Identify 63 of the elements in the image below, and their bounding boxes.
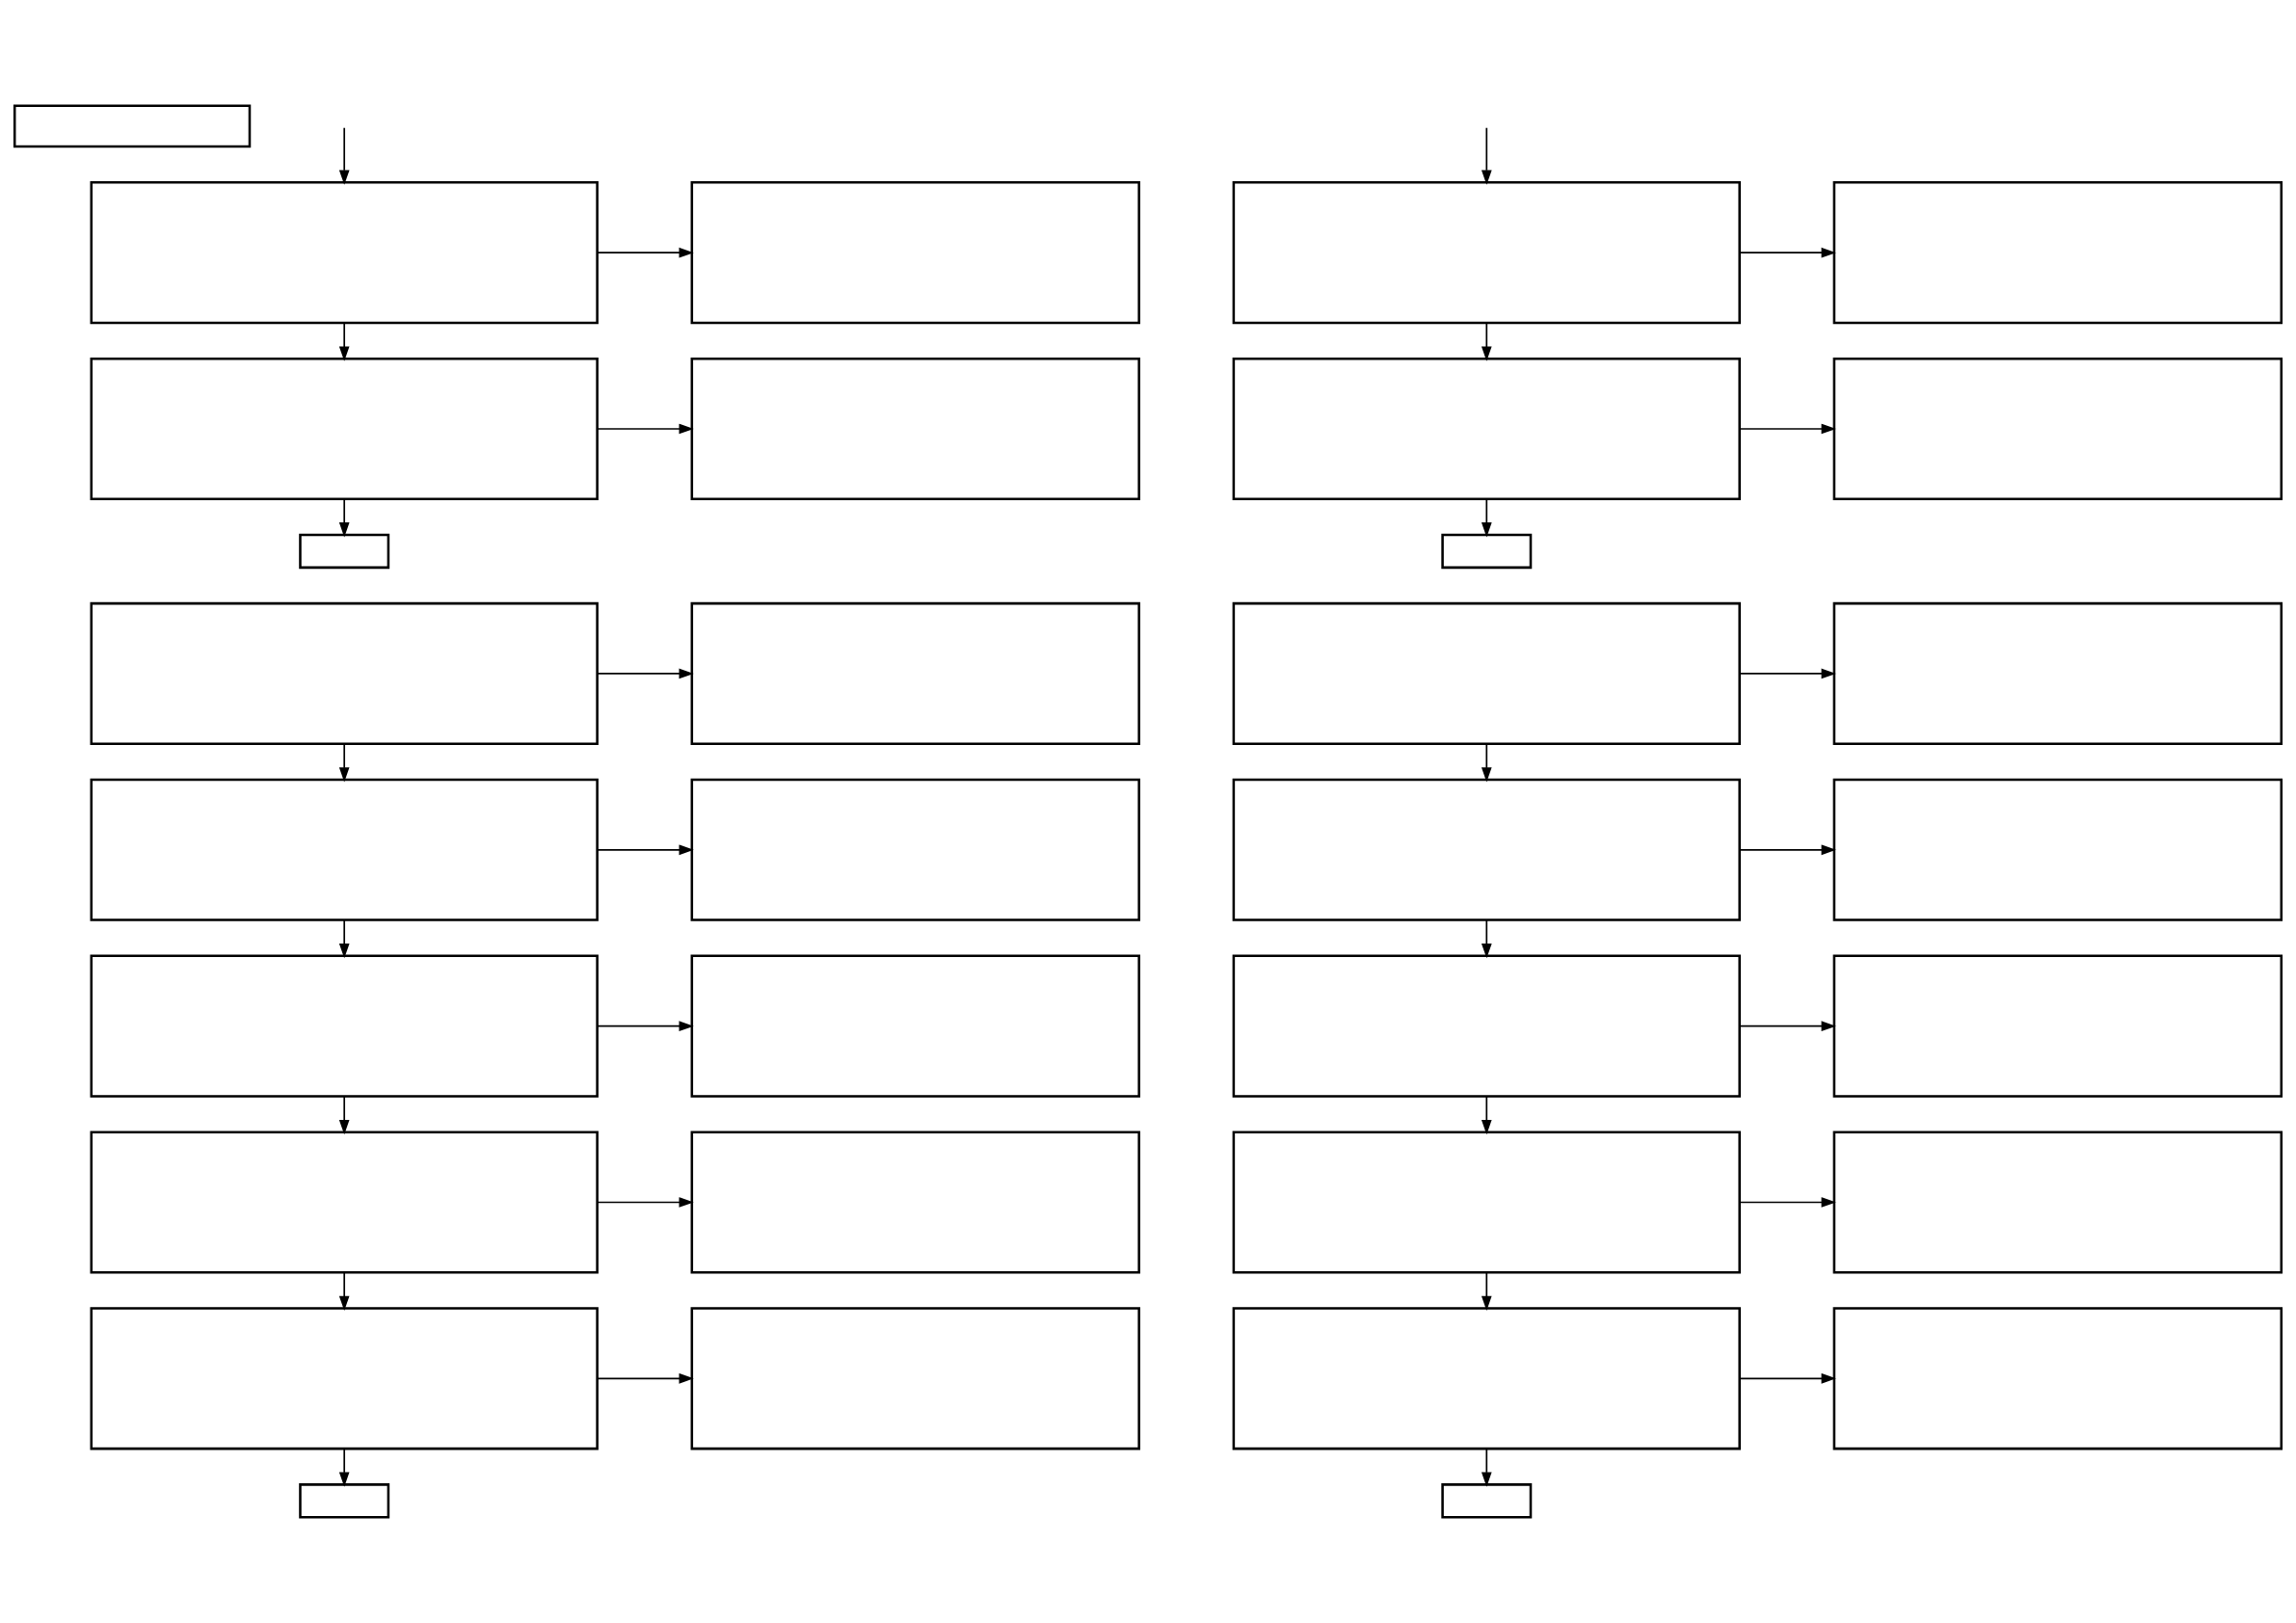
node-box bbox=[1232, 357, 1741, 501]
arrow bbox=[338, 743, 350, 783]
arrow bbox=[1739, 668, 1836, 679]
arrow bbox=[338, 1271, 350, 1311]
arrow bbox=[1481, 1271, 1492, 1311]
node-box bbox=[690, 1131, 1140, 1274]
node-box bbox=[690, 601, 1140, 745]
node-box bbox=[690, 357, 1140, 501]
arrow bbox=[338, 1095, 350, 1135]
arrow bbox=[338, 498, 350, 538]
arrow bbox=[1481, 498, 1492, 538]
node-box bbox=[690, 181, 1140, 325]
node-box bbox=[1441, 1483, 1533, 1519]
node-box bbox=[90, 954, 599, 1098]
arrow bbox=[597, 247, 694, 258]
arrow bbox=[597, 1021, 694, 1031]
arrow bbox=[1739, 247, 1836, 258]
node-box bbox=[1441, 533, 1533, 570]
arrow bbox=[1481, 1095, 1492, 1135]
arrow bbox=[597, 1197, 694, 1208]
node-box bbox=[1832, 1131, 2283, 1274]
arrow bbox=[1739, 1372, 1836, 1384]
arrow bbox=[597, 1372, 694, 1384]
arrow bbox=[1481, 919, 1492, 959]
node-box bbox=[1832, 954, 2283, 1098]
arrow bbox=[1481, 322, 1492, 361]
node-box bbox=[1832, 778, 2283, 921]
arrow bbox=[597, 423, 694, 435]
arrow bbox=[597, 844, 694, 856]
arrow bbox=[597, 668, 694, 679]
node-box bbox=[90, 1307, 599, 1450]
arrow bbox=[1481, 743, 1492, 783]
node-box bbox=[1832, 181, 2283, 325]
node-box bbox=[13, 104, 252, 148]
node-box bbox=[690, 778, 1140, 921]
node-box bbox=[90, 181, 599, 325]
arrow bbox=[338, 322, 350, 361]
node-box bbox=[90, 778, 599, 921]
node-box bbox=[1232, 181, 1741, 325]
arrow bbox=[338, 1448, 350, 1487]
arrow bbox=[1739, 1197, 1836, 1208]
node-box bbox=[1232, 1131, 1741, 1274]
arrow bbox=[1739, 844, 1836, 856]
node-box bbox=[1232, 1307, 1741, 1450]
node-box bbox=[1232, 778, 1741, 921]
arrow bbox=[338, 919, 350, 959]
node-box bbox=[90, 1131, 599, 1274]
node-box bbox=[690, 954, 1140, 1098]
node-box bbox=[1232, 601, 1741, 745]
node-box bbox=[90, 357, 599, 501]
arrow bbox=[1481, 126, 1492, 185]
arrow bbox=[1739, 1021, 1836, 1031]
node-box bbox=[1232, 954, 1741, 1098]
node-box bbox=[690, 1307, 1140, 1450]
arrow bbox=[338, 126, 350, 185]
node-box bbox=[1832, 1307, 2283, 1450]
node-box bbox=[1832, 357, 2283, 501]
node-box bbox=[1832, 601, 2283, 745]
node-box bbox=[299, 1483, 390, 1519]
node-box bbox=[299, 533, 390, 570]
arrow bbox=[1739, 423, 1836, 435]
node-box bbox=[90, 601, 599, 745]
arrow bbox=[1481, 1448, 1492, 1487]
